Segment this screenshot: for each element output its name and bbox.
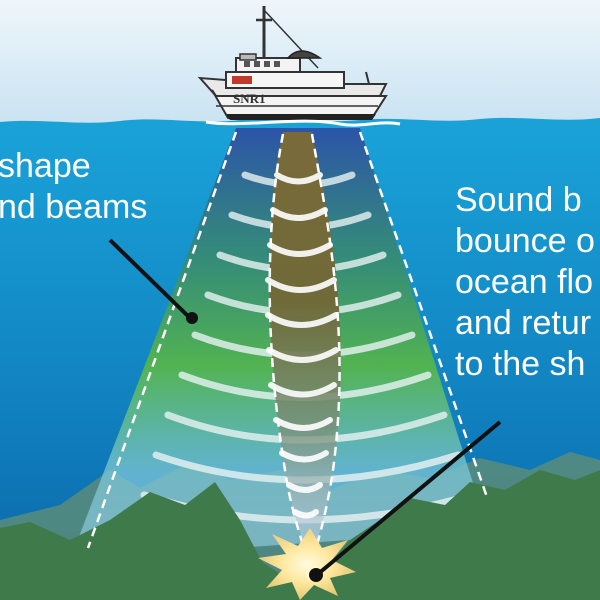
right-annotation-line-2: bounce o [455, 222, 595, 260]
right-annotation-line-4: and retur [455, 304, 592, 342]
right-leader-dot [309, 568, 323, 582]
narrow-beam-wavefronts [265, 172, 339, 519]
left-leader-line [108, 238, 192, 320]
research-vessel-icon: SNR1 [197, 6, 388, 120]
left-annotation: shape nd beams [0, 146, 147, 228]
right-annotation: Sound b bounce o ocean flo and retur to … [455, 180, 595, 385]
beam-edge-dashes [86, 131, 490, 556]
surface-foam [205, 119, 401, 127]
left-annotation-line-2: nd beams [0, 188, 148, 226]
right-annotation-line-5: to the sh [455, 345, 586, 383]
ship-name: SNR1 [233, 91, 266, 106]
right-leader-line [316, 420, 502, 576]
right-annotation-line-1: Sound b [455, 181, 582, 219]
right-annotation-line-3: ocean flo [455, 263, 593, 301]
narrow-sonar-beam [269, 132, 341, 556]
left-annotation-line-1: shape [0, 147, 91, 185]
left-leader-dot [186, 312, 198, 324]
seafloor [0, 470, 600, 600]
